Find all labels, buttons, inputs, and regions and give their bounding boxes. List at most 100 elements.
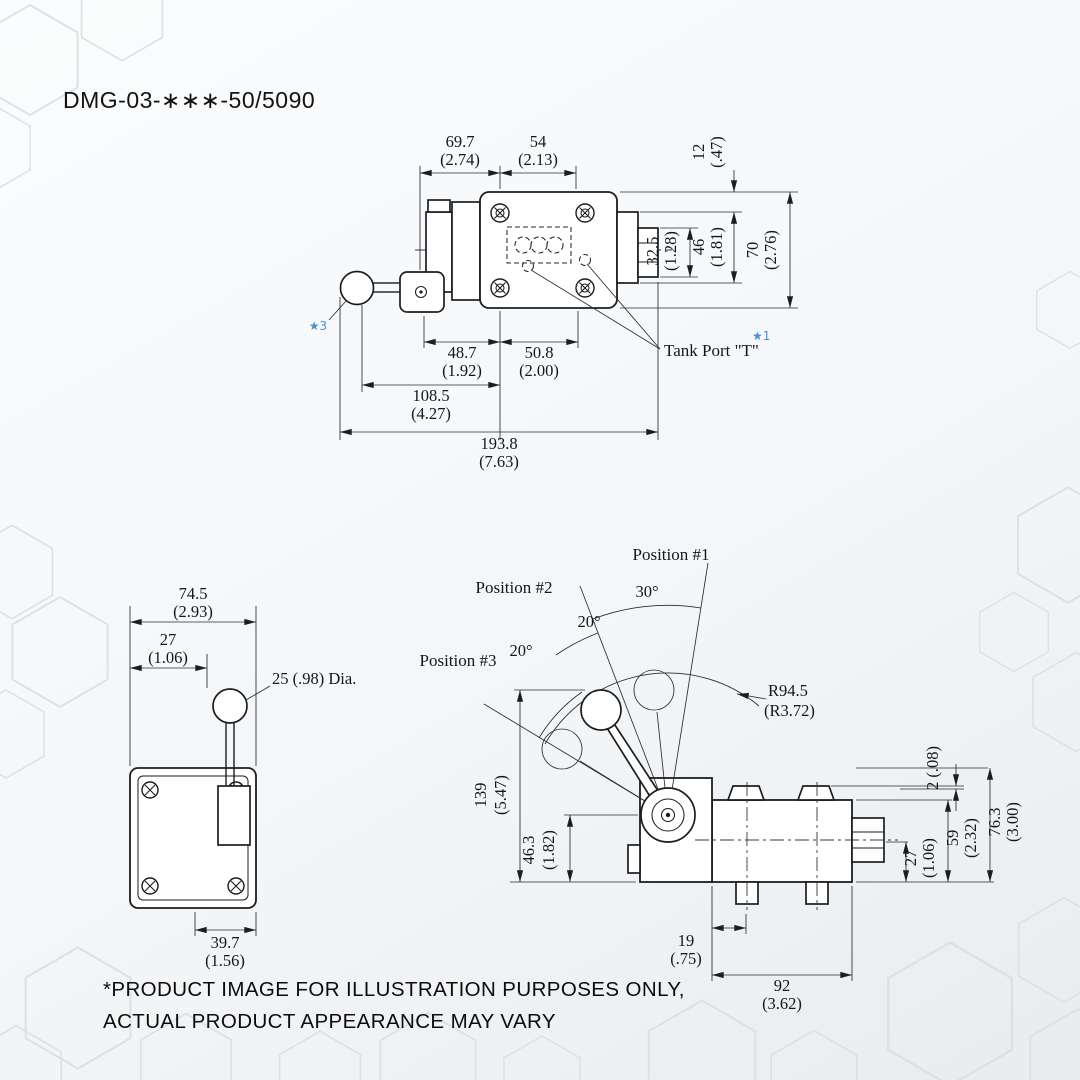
dim-port-a-offset-in: (.75) — [670, 949, 702, 968]
radius-leader — [736, 692, 767, 700]
ghost-lever-positions — [541, 669, 675, 802]
dim-body-height-in: (2.76) — [761, 230, 780, 270]
dim-front-width-mm: 74.5 — [179, 584, 208, 603]
dim-lever-reach-in: (4.27) — [411, 404, 451, 423]
position-2-label: Position #2 — [476, 578, 553, 597]
dim-nut-height-in: (2.32) — [961, 818, 980, 858]
lever-knob-front-view — [212, 688, 248, 724]
angle-arc-30 — [592, 604, 702, 620]
disclaimer-line-1: *PRODUCT IMAGE FOR ILLUSTRATION PURPOSES… — [103, 978, 685, 1001]
dim-lower-a-mm: 48.7 — [448, 343, 477, 362]
dim-overall-length-mm: 193.8 — [480, 434, 517, 453]
front-view-extension-lines — [129, 606, 257, 936]
disclaimer-line-2: ACTUAL PRODUCT APPEARANCE MAY VARY — [103, 1010, 556, 1033]
port-boss — [726, 785, 766, 801]
knob-dia-leader — [245, 685, 271, 701]
dim-plate-height-in: (1.81) — [707, 227, 726, 267]
dim-lower-a-in: (1.92) — [442, 361, 482, 380]
screw-icon — [141, 877, 159, 895]
top-view-dimension-lines — [340, 169, 794, 436]
dim-step-mm: 12 — [689, 144, 708, 161]
dim-side-base-width-in: (3.62) — [762, 994, 802, 1013]
angle-arc-20b — [538, 691, 583, 739]
side-view-dimension-lines — [516, 690, 994, 979]
dim-plate-height-mm: 46 — [689, 239, 708, 256]
housing-tab — [427, 199, 451, 213]
dim-knob-dia: 25 (.98) Dia. — [272, 669, 356, 688]
tank-port-hole — [578, 253, 592, 267]
angle-20b-label: 20° — [509, 641, 532, 660]
angle-30-label: 30° — [635, 582, 658, 601]
side-view-extension-lines — [510, 689, 994, 981]
dim-lever-offset-mm: 27 — [160, 630, 177, 649]
screw-icon — [490, 203, 510, 223]
dim-base-width-mm: 39.7 — [211, 933, 240, 952]
swing-radius-in: (R3.72) — [764, 701, 815, 720]
lever-knob-top-view — [339, 270, 404, 306]
dim-side-base-width-mm: 92 — [774, 976, 791, 995]
end-nut-top-view — [637, 227, 659, 278]
screw-icon — [227, 877, 245, 895]
front-view-dimension-lines — [130, 618, 256, 934]
dim-lever-offset-in: (1.06) — [148, 648, 188, 667]
ghost-knob — [633, 669, 675, 711]
dim-lever-reach-mm: 108.5 — [412, 386, 449, 405]
dim-plate-step: 2 (.08) — [923, 746, 942, 790]
dim-lever-height-mm: 139 — [471, 783, 490, 808]
angle-20a-label: 20° — [577, 612, 600, 631]
dim-lever-height-in: (5.47) — [491, 775, 510, 815]
hidden-port-pattern — [506, 226, 592, 273]
mounting-screws — [490, 203, 595, 298]
top-view-drawing: 69.7 (2.74) 54 (2.13) 48.7 (1.92) 50.8 (… — [309, 132, 798, 471]
model-code-title: DMG-03-∗∗∗-50/5090 — [63, 87, 315, 113]
housing-bracket — [627, 844, 641, 874]
screw-icon — [141, 781, 159, 799]
dim-port-offset-mm: 27 — [901, 850, 920, 867]
dim-overall-length-in: (7.63) — [479, 452, 519, 471]
position-3-label: Position #3 — [420, 651, 497, 670]
dim-port-a-offset-mm: 19 — [678, 931, 695, 950]
valve-body-side-view — [711, 799, 853, 883]
dim-overall-height-mm: 76.3 — [985, 808, 1004, 837]
tank-port-leader — [586, 263, 661, 350]
swing-radius-arc — [544, 672, 760, 745]
dim-step-in: (.47) — [707, 136, 726, 168]
note-star-3: ★3 — [309, 319, 327, 333]
angle-arc-20a — [555, 632, 599, 656]
tank-port-hole — [521, 259, 535, 273]
screw-icon — [575, 278, 595, 298]
dim-front-width-in: (2.93) — [173, 602, 213, 621]
dim-width-b-in: (2.13) — [518, 150, 558, 169]
dim-pivot-height-in: (1.82) — [539, 830, 558, 870]
screw-icon — [575, 203, 595, 223]
dim-width-a-in: (2.74) — [440, 150, 480, 169]
swing-radius-mm: R94.5 — [768, 681, 808, 700]
lever-bracket — [399, 271, 445, 313]
tank-port-label: Tank Port "T" — [664, 341, 759, 360]
front-view-drawing: 74.5 (2.93) 27 (1.06) 25 (.98) Dia. 39.7… — [129, 584, 356, 970]
star3-leader — [328, 300, 347, 321]
lever-mount-block — [217, 785, 251, 846]
lever-housing-top-view — [451, 201, 481, 301]
dim-overall-height-in: (3.00) — [1003, 802, 1022, 842]
dim-pivot-height-mm: 46.3 — [519, 836, 538, 865]
dim-lower-b-mm: 50.8 — [525, 343, 554, 362]
dim-base-width-in: (1.56) — [205, 951, 245, 970]
port-boss — [796, 785, 836, 801]
position-1-label: Position #1 — [633, 545, 710, 564]
dim-port-offset-in: (1.06) — [919, 838, 938, 878]
dim-port-height-mm: 32.5 — [643, 237, 662, 266]
top-view-extension-lines — [339, 166, 798, 440]
lever-knob-side-view — [580, 689, 622, 731]
tank-port-leader — [530, 269, 661, 350]
dim-lower-b-in: (2.00) — [519, 361, 559, 380]
dim-port-height-in: (1.28) — [661, 231, 680, 271]
dim-width-a-mm: 69.7 — [446, 132, 475, 151]
screw-icon — [490, 278, 510, 298]
side-view-drawing: Position #1 Position #2 Position #3 30° … — [420, 545, 1023, 1013]
dim-nut-height-mm: 59 — [943, 830, 962, 847]
dim-body-height-mm: 70 — [743, 242, 762, 259]
lever-pivot — [640, 787, 696, 843]
note-star-1: ★1 — [752, 329, 770, 343]
